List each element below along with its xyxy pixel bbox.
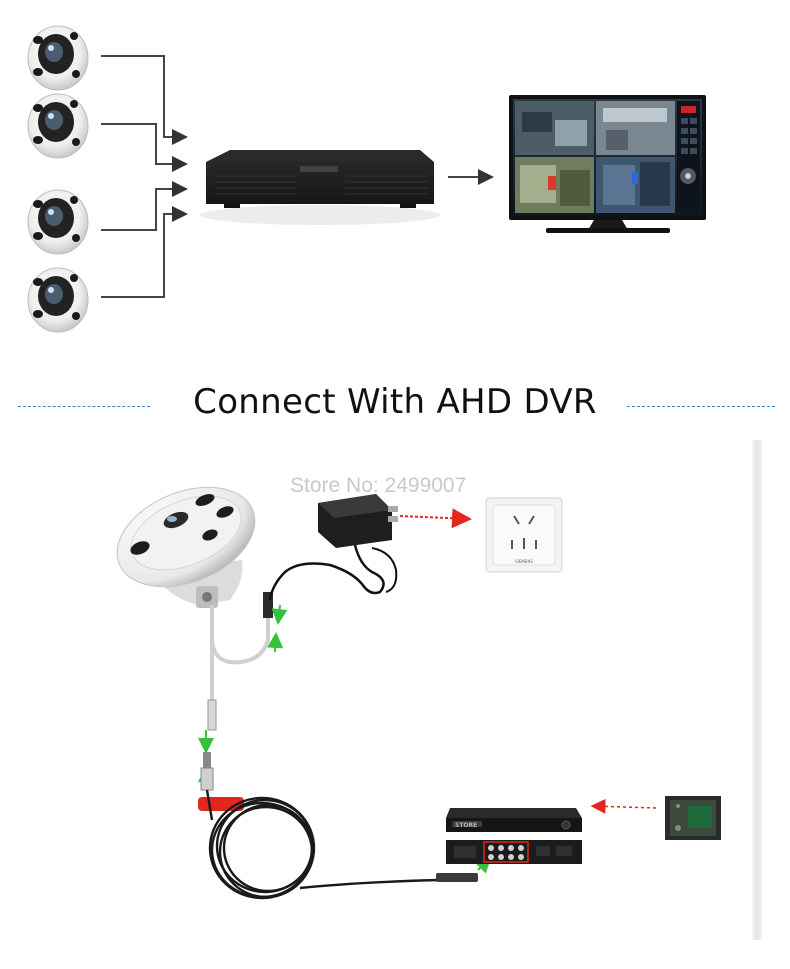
dvr-recorder xyxy=(200,150,440,225)
right-divider xyxy=(627,406,775,407)
monitor xyxy=(509,95,706,233)
bnc-connectors xyxy=(200,752,214,791)
coax-end-connector xyxy=(436,873,478,882)
hdd-to-dvr-arrow xyxy=(590,798,657,814)
camera-pigtail-cables xyxy=(207,592,273,731)
multi-camera-dvr-diagram xyxy=(27,25,706,333)
left-divider xyxy=(18,406,150,407)
fisheye-camera-2 xyxy=(27,93,89,159)
hard-disk-drive xyxy=(665,796,721,840)
monitor-quad-views xyxy=(515,101,675,213)
power-adapter xyxy=(318,494,398,548)
socket-brand-label: SIEMENS xyxy=(515,559,533,564)
camera-connection-lines xyxy=(101,55,188,298)
section-heading: Connect With AHD DVR xyxy=(193,382,597,422)
dvr-brand-label: STORE xyxy=(455,822,477,829)
fisheye-camera-3 xyxy=(27,189,89,255)
fisheye-camera xyxy=(116,486,256,608)
power-cable xyxy=(268,544,385,601)
power-cable-loop xyxy=(371,547,398,593)
wall-socket xyxy=(485,497,563,573)
single-camera-wiring-diagram: SIEMENS STORE xyxy=(116,486,721,900)
coiled-coax-cable xyxy=(205,789,471,900)
power-to-socket-arrow xyxy=(399,508,472,529)
dvr-recorder-front xyxy=(446,808,582,832)
fisheye-camera-4 xyxy=(27,267,89,333)
store-watermark: Store No: 2499007 xyxy=(290,474,467,497)
right-edge-shadow xyxy=(752,440,762,940)
fisheye-camera-1 xyxy=(27,25,89,91)
section-heading-row: Connect With AHD DVR xyxy=(0,378,790,434)
dvr-recorder-rear xyxy=(446,840,582,864)
